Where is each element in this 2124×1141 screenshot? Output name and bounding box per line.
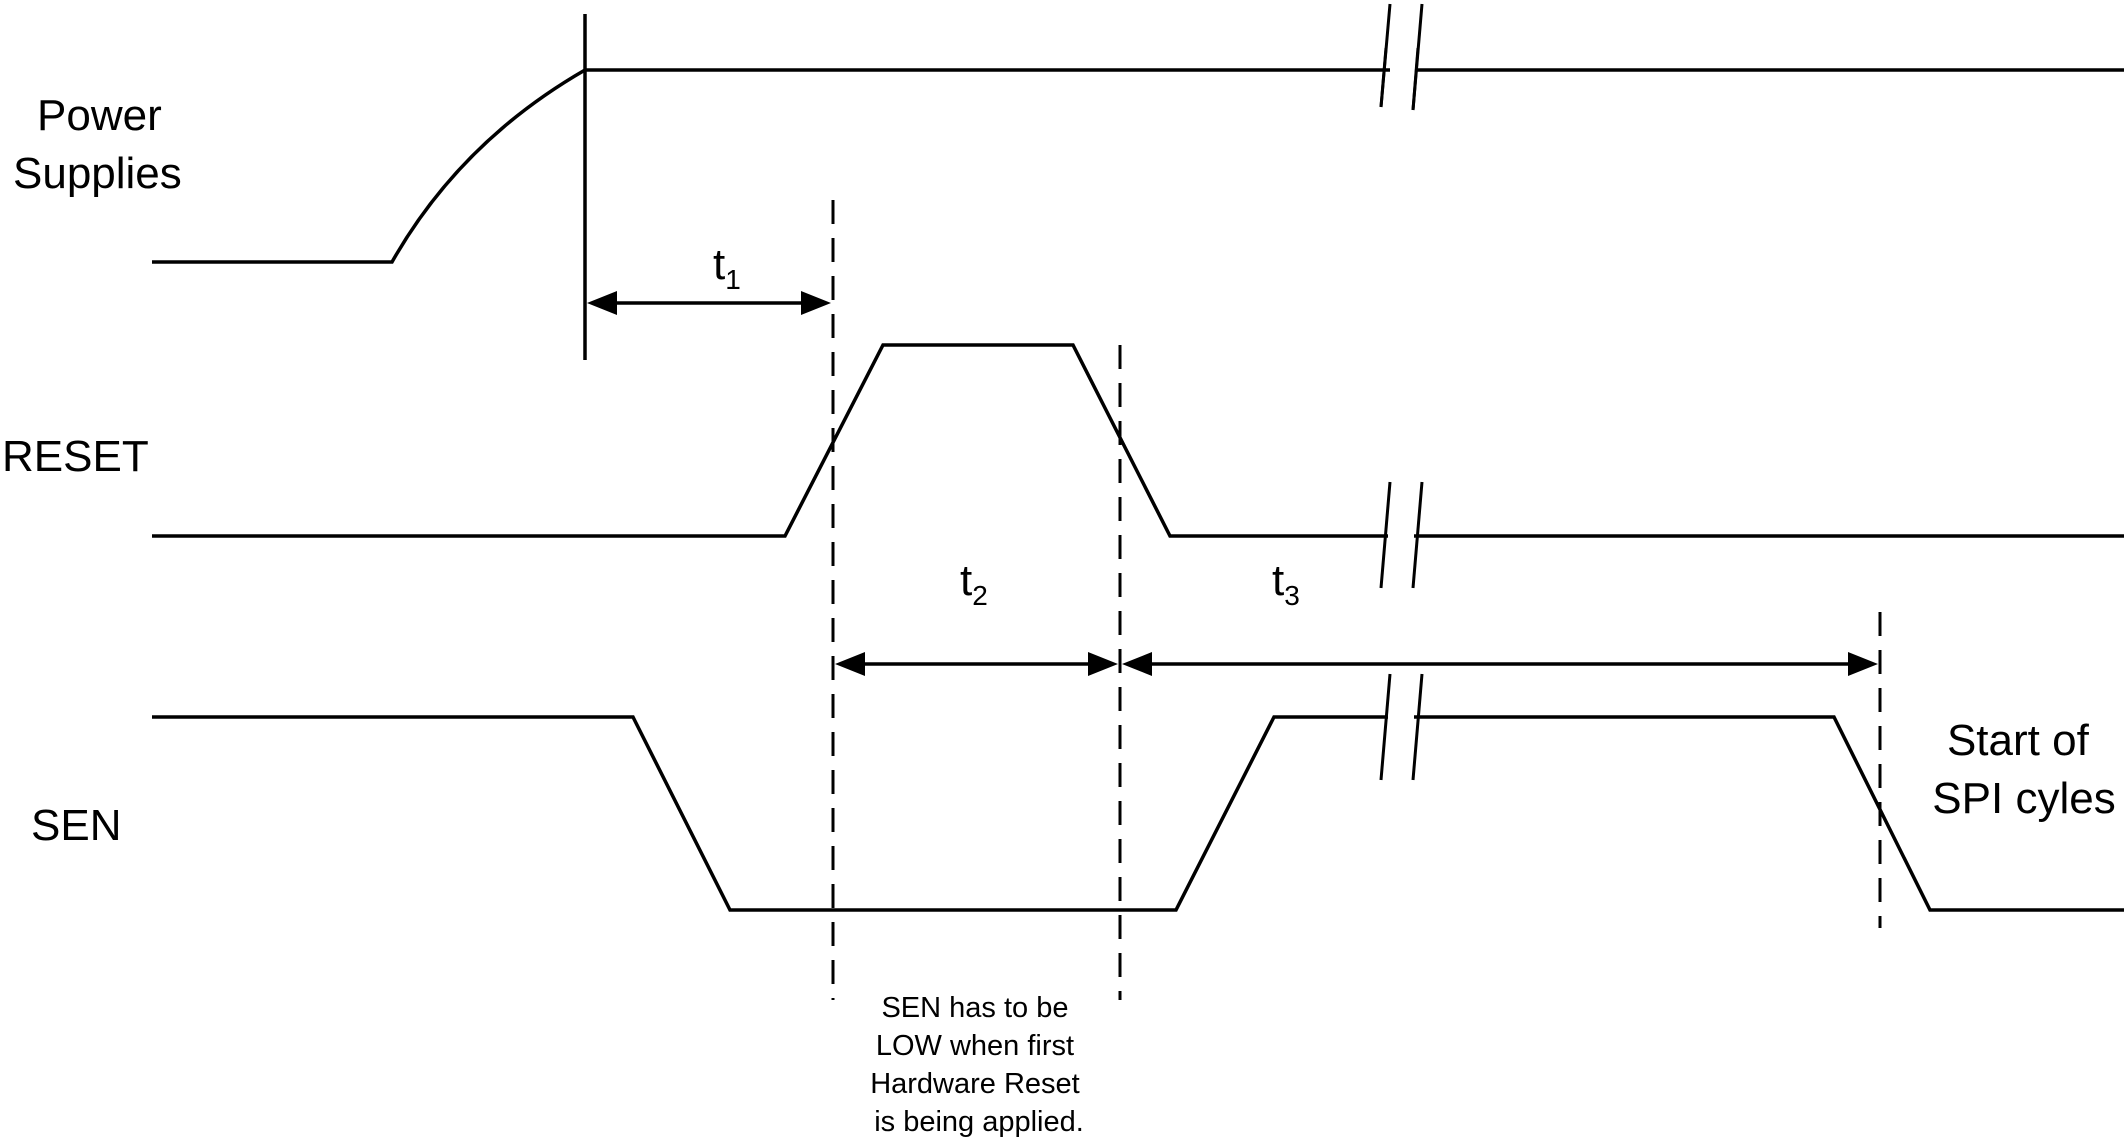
reset-waveform [152,343,2124,538]
power-label-line2: Supplies [13,149,182,198]
t2-label: t2 [960,556,988,611]
power-label-line1: Power [37,91,162,140]
reset-label: RESET [2,432,149,481]
sen-low-note: SEN has to be LOW when first Hardware Re… [870,992,1088,1138]
spi-start-line1: Start of [1947,716,2090,765]
sen-note-line4: is being applied. [874,1106,1084,1138]
sen-label: SEN [31,801,121,850]
break-mark-sen [1379,673,1424,781]
sen-waveform [152,715,2124,912]
t1-label: t1 [713,240,741,295]
sen-note-line3: Hardware Reset [870,1068,1080,1100]
t3-arrow [1122,652,1878,676]
break-mark-reset [1379,481,1424,589]
t1-arrow [587,291,831,315]
sen-note-line2: LOW when first [876,1030,1074,1062]
t2-arrow [835,652,1118,676]
break-mark-power [1379,0,1424,112]
spi-start-annotation: Start of SPI cyles [1932,716,2115,823]
t3-label: t3 [1272,556,1300,611]
sen-note-line1: SEN has to be [881,992,1068,1024]
spi-start-line2: SPI cyles [1932,774,2115,823]
power-waveform [152,68,2124,264]
power-supplies-label: Power Supplies [13,91,182,198]
